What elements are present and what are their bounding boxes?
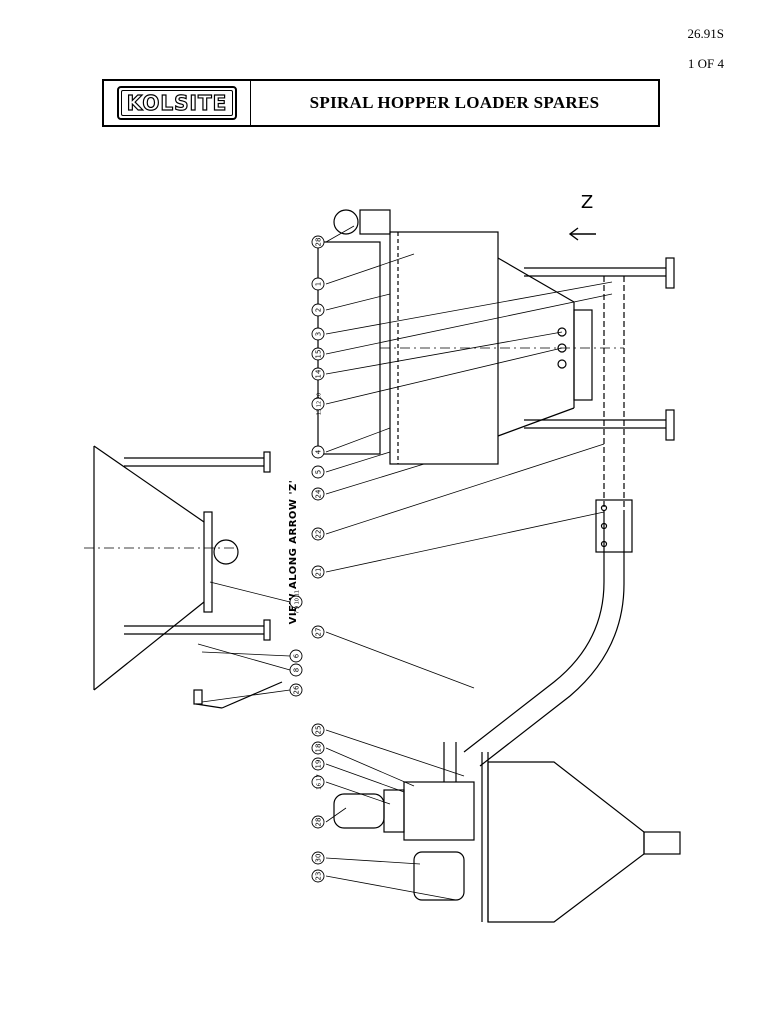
document-reference: 26.91S <box>687 26 724 41</box>
receiver-drawing <box>333 742 681 923</box>
view-arrow-label: Z <box>581 192 593 213</box>
logo-cell: KOLSITE <box>104 81 251 125</box>
document-title: SPIRAL HOPPER LOADER SPARES <box>309 93 600 112</box>
callout-3: 3 <box>315 332 323 336</box>
page-number: 1 OF 4 <box>687 56 724 71</box>
callout-2: 2 <box>315 308 323 312</box>
side-view-drawing <box>84 445 283 709</box>
callout-28-lower: 28 <box>315 818 323 827</box>
callout-21: 21 <box>315 568 323 577</box>
callout-28: 28 <box>315 238 323 247</box>
callout-14: 14 <box>315 369 323 378</box>
view-arrow <box>568 227 596 241</box>
callout-22: 22 <box>315 530 323 539</box>
callout-16-17: 16 17 <box>317 774 323 790</box>
title-block: KOLSITE SPIRAL HOPPER LOADER SPARES <box>102 79 660 127</box>
leader-lines <box>197 225 613 901</box>
callout-23: 23 <box>315 872 323 881</box>
callout-4: 4 <box>315 449 323 454</box>
callout-25: 25 <box>315 726 323 735</box>
callout-15: 15 <box>315 350 323 359</box>
callout-24: 24 <box>315 489 323 498</box>
callout-6: 6 <box>293 653 301 658</box>
callout-30: 30 <box>315 854 323 863</box>
callout-7-9-10-11: 7 9 10 11 <box>295 590 301 614</box>
callout-1: 1 <box>315 282 323 286</box>
logo-text: KOLSITE <box>126 91 228 115</box>
callout-19: 19 <box>315 760 323 769</box>
callout-13-12-20: 13 12 20 <box>317 393 323 415</box>
callout-5: 5 <box>315 470 323 474</box>
callout-bubbles <box>289 235 325 883</box>
callout-26: 26 <box>293 685 301 694</box>
kolsite-logo: KOLSITE <box>117 86 237 120</box>
technical-drawing: Z VIEW ALONG ARROW 'Z' <box>84 192 681 923</box>
view-label: VIEW ALONG ARROW 'Z' <box>288 480 299 625</box>
spiral-tube-drawing <box>463 499 633 767</box>
callout-18: 18 <box>315 744 323 753</box>
main-hopper-drawing <box>317 209 675 512</box>
callout-27: 27 <box>315 628 323 637</box>
callout-8: 8 <box>293 668 301 672</box>
